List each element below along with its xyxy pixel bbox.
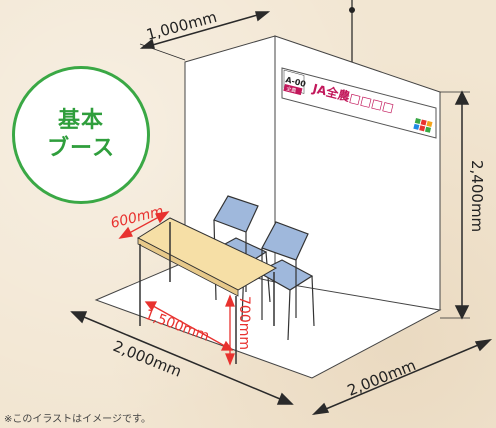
illustration-note: ※このイラストはイメージです。 xyxy=(4,414,151,425)
dim-table-width xyxy=(144,301,234,351)
table xyxy=(136,217,278,364)
dim-table-height xyxy=(225,294,235,366)
chair-right xyxy=(256,221,315,341)
sign-tag: 全農 xyxy=(286,85,297,94)
dim-width-right xyxy=(311,338,493,416)
dim-width-left xyxy=(70,311,294,405)
dim-table-height-label: 700mm xyxy=(236,296,252,350)
dim-depth-top-label: 1,000mm xyxy=(144,8,218,44)
dim-height xyxy=(440,90,470,320)
sign-tag-bg xyxy=(283,84,303,96)
sign-logo-icon xyxy=(413,118,433,133)
dim-depth-top xyxy=(139,11,271,61)
booth-sign: A-00 全農 JA全農□□□□ xyxy=(281,67,437,139)
badge-line-2: ブース xyxy=(47,136,115,161)
dim-width-right-label: 2,000mm xyxy=(345,356,419,400)
dim-height-label: 2,400mm xyxy=(468,160,486,232)
badge-line-1: 基本 xyxy=(57,108,104,133)
dim-table-depth xyxy=(118,211,170,239)
basic-booth-badge: 基本 ブース xyxy=(12,66,150,204)
sign-leader-dot xyxy=(349,7,355,13)
